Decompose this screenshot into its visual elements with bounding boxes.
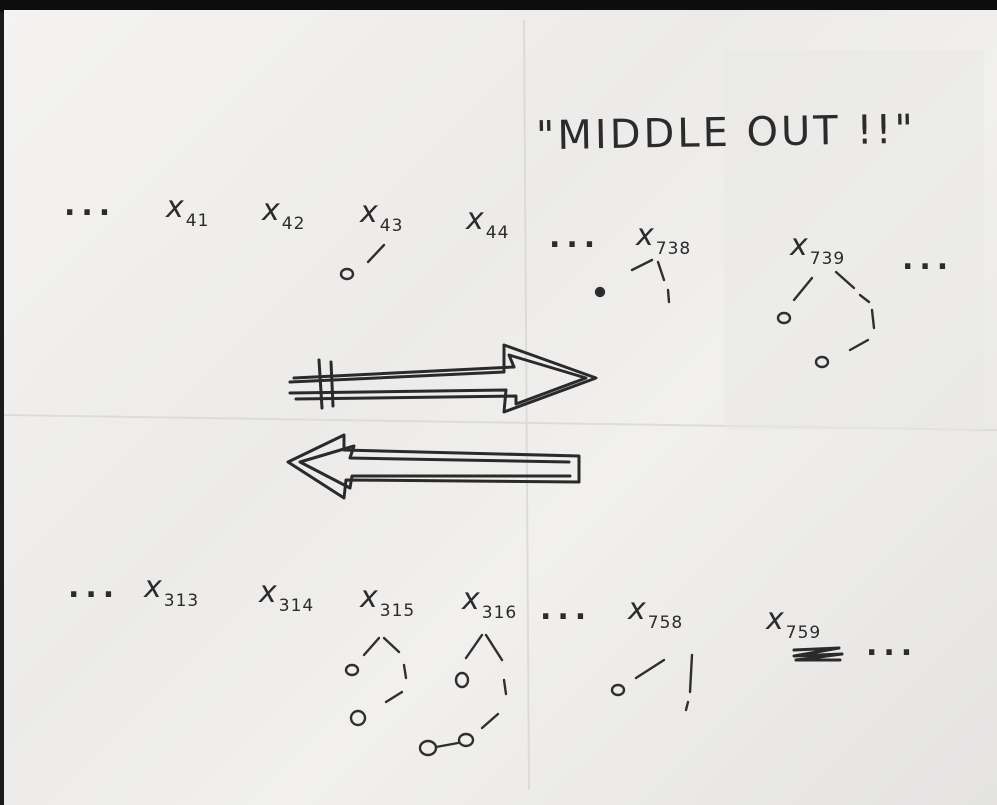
- top-row-trailing-ellipsis: ...: [902, 242, 955, 277]
- tree-mark-x43: [339, 243, 386, 281]
- right-arrow: [288, 343, 598, 414]
- tree-mark-x316: [418, 633, 508, 757]
- scribble-759: [792, 646, 844, 662]
- top-term-x739: x739: [790, 228, 846, 269]
- top-term-x738: x738: [636, 218, 692, 259]
- tree-mark-x738: [594, 258, 671, 304]
- bottom-term-x759: x759: [766, 602, 822, 643]
- bottom-row-trailing-ellipsis: ...: [866, 628, 919, 663]
- top-term-x44: x44: [466, 202, 510, 243]
- top-row-leading-ellipsis: ...: [64, 188, 117, 223]
- bottom-term-x314: x314: [259, 575, 315, 616]
- bottom-term-x316: x316: [462, 582, 518, 623]
- bottom-term-x313: x313: [144, 570, 200, 611]
- paper-shadow-right: [724, 50, 984, 430]
- bottom-term-x758: x758: [628, 592, 684, 633]
- bottom-row-middle-ellipsis: ...: [540, 592, 593, 627]
- top-row-middle-ellipsis: ...: [549, 220, 602, 255]
- title-middle-out: "MIDDLE OUT !!": [535, 106, 917, 160]
- sketch-drawing: [4, 19, 997, 791]
- left-arrow: [286, 433, 581, 500]
- top-term-x43: x43: [360, 195, 404, 236]
- top-term-x42: x42: [262, 193, 306, 234]
- tree-mark-x739: [776, 270, 876, 369]
- paper-sheet: "MIDDLE OUT !!" ... x41 x42 x43 x44 ... …: [4, 10, 997, 805]
- tree-mark-x758: [610, 653, 694, 712]
- bottom-term-x315: x315: [360, 580, 416, 621]
- bottom-row-leading-ellipsis: ...: [68, 570, 121, 605]
- top-term-x41: x41: [166, 190, 210, 231]
- top-dark-border: [0, 0, 997, 12]
- tree-mark-x315: [344, 636, 408, 727]
